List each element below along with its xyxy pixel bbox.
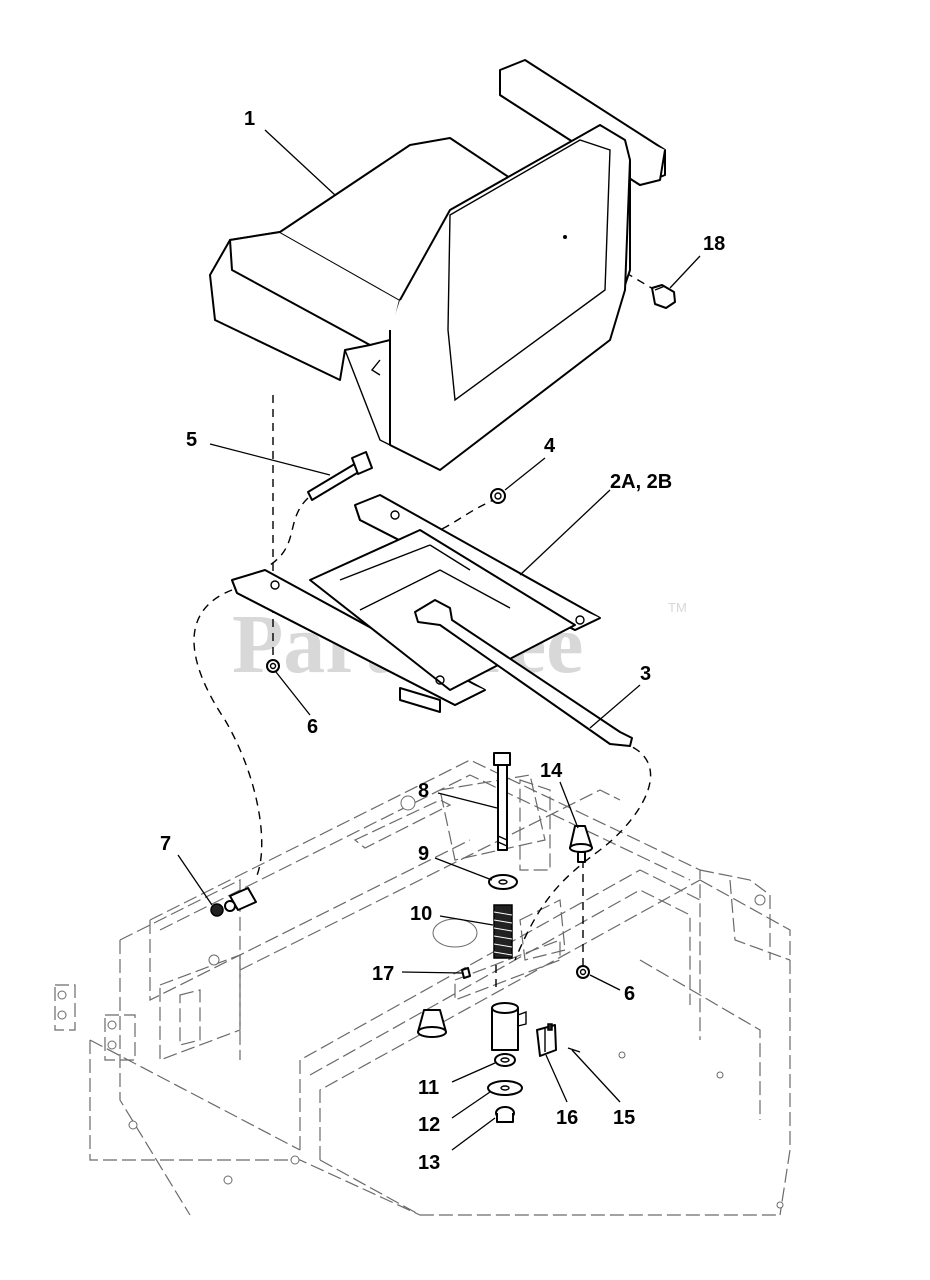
nut-4 — [490, 488, 506, 504]
washer-9 — [488, 874, 518, 890]
spring-10 — [493, 904, 513, 959]
callout-1: 1 — [244, 108, 255, 130]
callout-7: 7 — [160, 833, 171, 855]
screw-17 — [461, 967, 471, 979]
trademark-mark: TM — [668, 600, 687, 615]
callout-13: 13 — [418, 1152, 440, 1174]
callout-8: 8 — [418, 780, 429, 802]
callout-18: 18 — [703, 233, 725, 255]
callout-4: 4 — [544, 435, 556, 457]
bumper-loose — [417, 1009, 447, 1038]
callout-17: 17 — [372, 963, 394, 985]
callout-11: 11 — [418, 1077, 439, 1099]
callouts: 1 18 5 4 2A, 2B 3 6 8 14 7 9 10 17 6 11 … — [160, 108, 725, 1174]
bolt-8 — [493, 752, 511, 851]
callout-14: 14 — [540, 760, 563, 782]
nut-11 — [494, 1053, 516, 1067]
callout-15: 15 — [613, 1107, 635, 1129]
nut-6a — [266, 659, 280, 673]
callout-6-upper: 6 — [307, 716, 318, 738]
callout-5: 5 — [186, 429, 197, 451]
knob — [651, 284, 676, 309]
pivot-tube — [491, 1002, 527, 1051]
bumper-14 — [569, 825, 593, 863]
screw-15 — [567, 1047, 581, 1053]
rod-3 — [414, 599, 633, 747]
washer-12 — [487, 1080, 523, 1096]
nut-13 — [495, 1106, 515, 1123]
callout-12: 12 — [418, 1114, 440, 1136]
mower-frame — [54, 759, 791, 1216]
bolt-5 — [307, 451, 373, 501]
assembly-lines — [193, 236, 656, 990]
nut-7-assembly — [210, 887, 257, 917]
nut-6b — [576, 965, 590, 979]
callout-6-lower: 6 — [624, 983, 635, 1005]
seat — [209, 59, 666, 471]
leader-lines — [177, 129, 701, 1151]
callout-2a-2b: 2A, 2B — [610, 471, 672, 493]
callout-3: 3 — [640, 663, 651, 685]
seat-plate — [231, 494, 601, 713]
switch-16 — [536, 1023, 557, 1057]
callout-16: 16 — [556, 1107, 578, 1129]
callout-10: 10 — [410, 903, 432, 925]
callout-9: 9 — [418, 843, 429, 865]
